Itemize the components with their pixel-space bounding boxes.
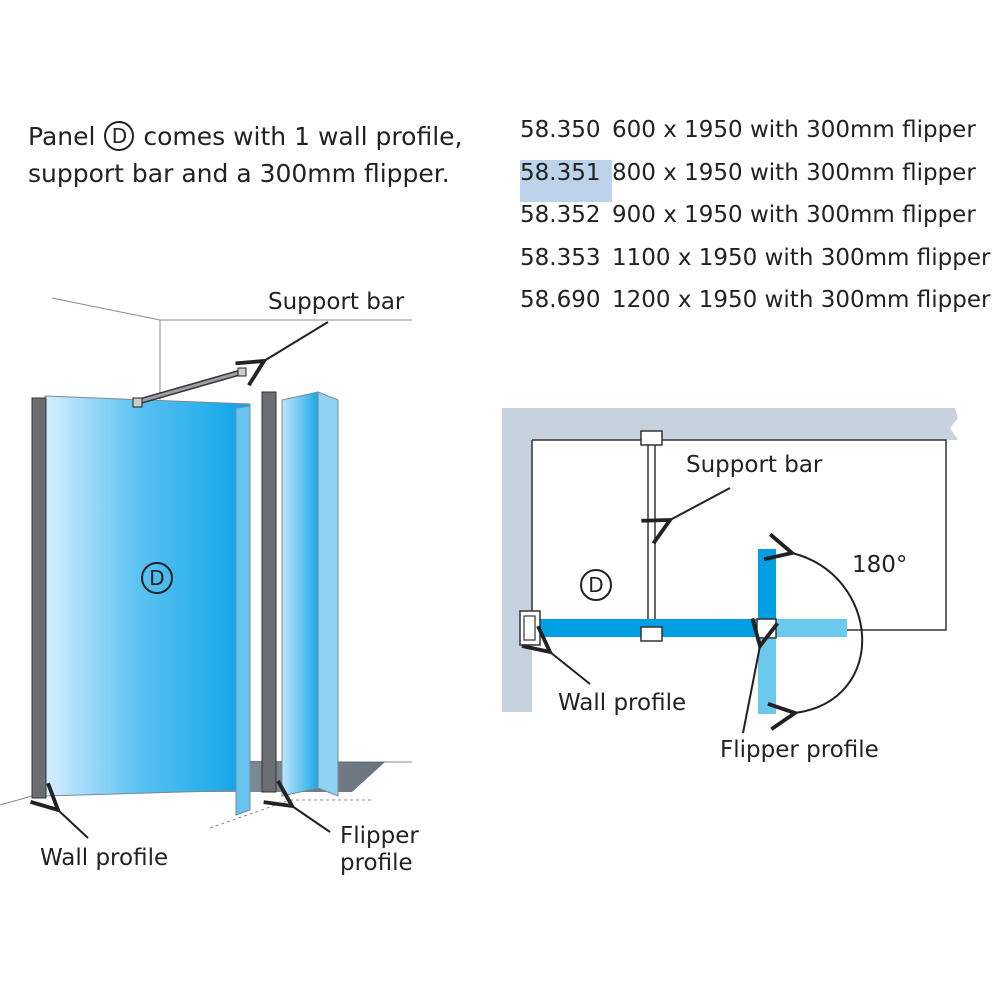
model-description: 900 x 1950 with 300mm flipper — [612, 202, 976, 228]
perspective-view: D Support bar Wall profile Flipper profi… — [0, 289, 419, 876]
flipper-panel-open — [281, 391, 319, 797]
wall-profile — [31, 397, 47, 799]
model-description: 800 x 1950 with 300mm flipper — [612, 159, 976, 186]
model-description: 1100 x 1950 with 300mm flipper — [612, 244, 991, 271]
intro-line1-suffix: comes with 1 wall profile, — [143, 122, 463, 151]
model-row: 58.350 600 x 1950 with 300mm flipper — [520, 117, 990, 160]
model-description: 1200 x 1950 with 300mm flipper — [612, 287, 991, 313]
panel-d-badge: D — [104, 121, 135, 151]
model-code: 58.690 — [520, 287, 601, 313]
plan-wall-profile-inner — [523, 615, 536, 641]
model-row: 58.690 1200 x 1950 with 300mm flipper — [520, 287, 990, 330]
model-code-highlighted: 58.351 — [520, 159, 612, 202]
plan-support-bar-label: Support bar — [686, 452, 823, 478]
intro-line-1: Panel D comes with 1 wall profile, — [28, 118, 462, 155]
intro-line-2: support bar and a 300mm flipper. — [28, 159, 450, 188]
panel-d-letter: D — [149, 566, 164, 590]
flipper-profile-arrow — [292, 806, 331, 833]
support-bar-arrow — [264, 321, 329, 361]
flipper-panel-left — [235, 405, 251, 816]
model-code: 58.352 — [520, 202, 601, 228]
flipper-panel-edge — [317, 391, 339, 797]
glass-panel-d — [44, 395, 251, 797]
support-bar-label: Support bar — [268, 289, 405, 315]
plan-panel-d-marker — [580, 569, 612, 601]
plan-room-outline — [532, 439, 947, 631]
flipper-profile-label-line1: Flipper — [340, 823, 419, 849]
rotation-arc — [792, 553, 864, 713]
model-code: 58.353 — [520, 244, 601, 271]
model-description: 600 x 1950 with 300mm flipper — [612, 117, 976, 143]
swing-guide — [209, 799, 291, 829]
plan-flipper-profile-arrow — [742, 646, 760, 734]
wall-profile-arrow — [58, 810, 89, 839]
wall-profile-label: Wall profile — [40, 845, 168, 871]
plan-panel-d-letter: D — [588, 573, 603, 597]
plan-wall-profile-label: Wall profile — [558, 690, 686, 716]
panel-d-marker — [141, 562, 173, 594]
support-bar-highlight — [136, 370, 243, 404]
plan-flipper-profile — [756, 618, 777, 639]
flipper-profile — [261, 391, 277, 793]
intro-line1-prefix: Panel — [28, 122, 96, 151]
flipper-profile-label-line2: profile — [340, 850, 413, 876]
plan-support-bar — [647, 441, 656, 633]
model-row: 58.351 800 x 1950 with 300mm flipper — [520, 159, 990, 202]
room-ceiling-line — [51, 297, 161, 321]
model-row: 58.353 1100 x 1950 with 300mm flipper — [520, 245, 990, 288]
plan-wall-profile-arrow — [550, 652, 591, 685]
intro-text: Panel D comes with 1 wall profile, suppo… — [28, 118, 462, 192]
plan-support-bar-arrow — [670, 487, 731, 520]
plan-flipper-profile-label: Flipper profile — [720, 737, 879, 763]
plan-support-bar-clamp — [640, 626, 663, 642]
rotation-label: 180° — [852, 552, 907, 578]
model-list: 58.350 600 x 1950 with 300mm flipper 58.… — [520, 117, 990, 330]
plan-view: D 180° Support bar Wall profile Flipper … — [502, 408, 958, 763]
plan-flipper-open — [775, 619, 847, 637]
plan-flipper-swing — [758, 637, 776, 714]
model-code: 58.350 — [520, 117, 601, 143]
support-bar-clamp — [132, 397, 143, 408]
support-bar-wall-fix — [237, 367, 247, 377]
plan-support-bar-wall-fix — [640, 430, 663, 446]
plan-wall — [502, 408, 958, 712]
model-row: 58.352 900 x 1950 with 300mm flipper — [520, 202, 990, 245]
